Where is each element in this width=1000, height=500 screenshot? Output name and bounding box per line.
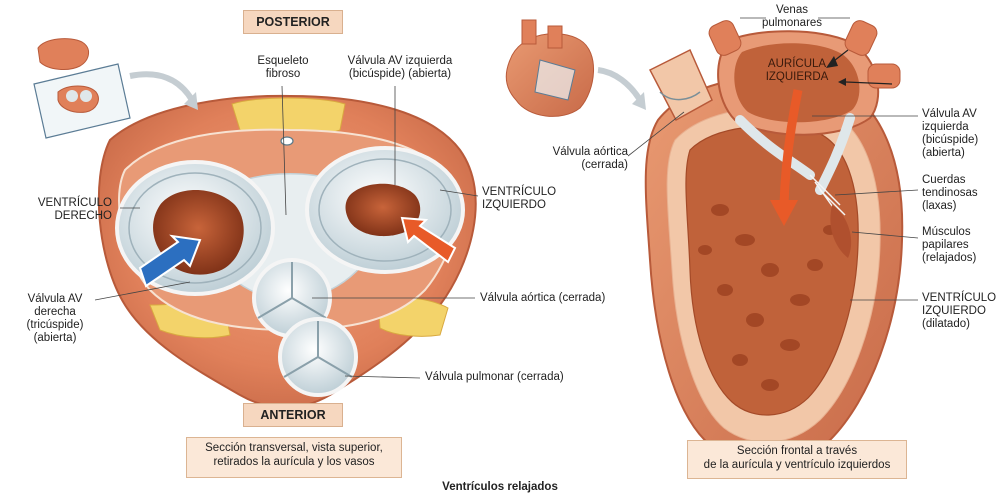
thumbnail-arrow-right-head [632,92,646,110]
anterior-tag: ANTERIOR [243,403,343,427]
mitral-orifice [345,183,421,237]
aortic-cusp-lines [257,262,327,319]
aorta-stump [648,48,713,122]
tricuspid-ring-inner [128,172,262,284]
thumbnail-transverse [33,38,131,139]
atrial-flow-arrow [779,89,803,206]
left-atrium-cavity [734,43,860,123]
label-ventriculo-izquierdo-left: VENTRÍCULO IZQUIERDO [482,186,557,211]
leader-lines [94,17,919,379]
label-av-izquierda-right: Válvula AV izquierda (bicúspide) (abiert… [922,108,979,159]
label-musculos-papilares: Músculos papilares (relajados) [922,226,977,264]
papillary-muscle [830,205,852,258]
figure-title: Ventrículos relajados [442,481,558,493]
thumbnail-frontal [505,19,594,117]
aortic-valve-right [659,91,701,101]
pulmonary-vein-1 [708,20,742,56]
mitral-leaflets [735,113,855,195]
label-cuerdas-tendinosas: Cuerdas tendinosas (laxas) [922,174,978,212]
label-aortica-right: Válvula aórtica (cerrada) [552,146,628,171]
label-auricula-izquierda: AURÍCULA IZQUIERDA [765,58,829,83]
label-esqueleto-fibroso: Esqueleto fibroso [257,55,309,80]
label-venas-pulmonares: Venas pulmonares [761,4,823,29]
thumbnail-arrow-left-head [184,92,198,110]
chordae [809,174,846,216]
frontal-section [644,20,904,465]
pulmonary-cusp-lines [283,321,353,378]
posterior-tag: POSTERIOR [243,10,343,34]
blue-flow-arrow [138,234,202,288]
label-ventriculo-derecho: VENTRÍCULO DERECHO [37,197,112,222]
label-av-izquierda-left: Válvula AV izquierda (bicúspide) (abiert… [347,55,453,80]
label-av-derecha: Válvula AV derecha (tricúspide) (abierta… [26,293,84,344]
coronary-vessel [280,136,294,146]
label-pulmonar: Válvula pulmonar (cerrada) [425,371,564,383]
thumbnail-arrow-left [129,71,195,102]
red-flow-arrow [400,216,457,264]
transverse-section [97,94,477,409]
pulmonary-vein-3 [867,63,901,89]
mitral-ring-inner [318,158,452,262]
caption-left: Sección transversal, vista superior, ret… [186,437,402,478]
label-ventriculo-izquierdo-right: VENTRÍCULO IZQUIERDO (dilatado) [922,292,997,330]
caption-right: Sección frontal a través de la aurícula … [687,440,907,479]
thumbnail-arrow-right [597,67,643,102]
trabeculae [698,204,837,391]
label-aortica-left: Válvula aórtica (cerrada) [480,292,606,304]
atrial-flow-arrow-head [770,200,798,226]
pulmonary-vein-2 [844,20,878,56]
